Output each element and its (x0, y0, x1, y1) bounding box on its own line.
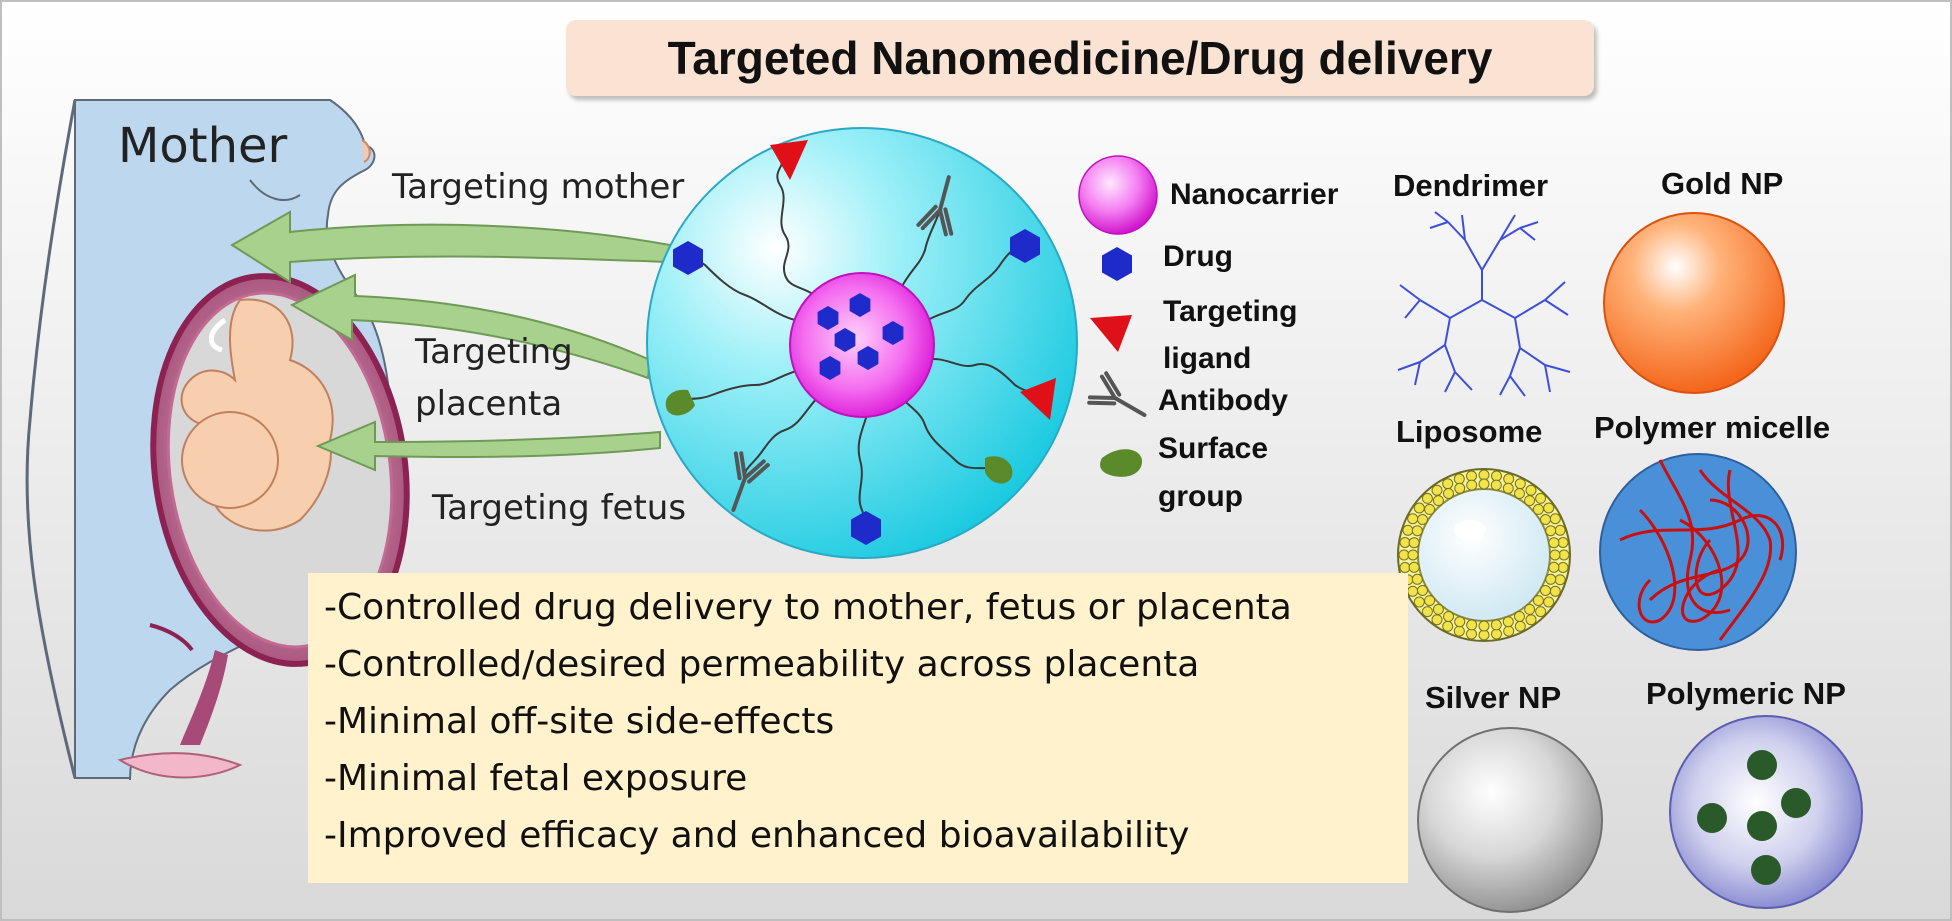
polymer-micelle-label: Polymer micelle (1594, 410, 1831, 445)
legend-nanocarrier-symbol (1078, 155, 1158, 235)
benefit-item: -Improved efficacy and enhanced bioavail… (324, 815, 1190, 856)
title-banner: Targeted Nanomedicine/Drug delivery (566, 20, 1594, 96)
liposome-drawing (1397, 468, 1571, 642)
gold-np-label: Gold NP (1661, 166, 1784, 201)
arrow-mother (230, 210, 672, 284)
polymeric-np-label: Polymeric NP (1646, 676, 1846, 711)
targeting-mother-label: Targeting mother (392, 167, 685, 207)
benefit-item: -Minimal fetal exposure (324, 758, 748, 799)
polymer-micelle-drawing (1599, 453, 1797, 651)
mother-label: Mother (118, 118, 288, 174)
gold-np-drawing (1603, 212, 1785, 394)
benefit-item: -Controlled drug delivery to mother, fet… (324, 587, 1292, 628)
benefit-item: -Controlled/desired permeability across … (324, 644, 1200, 685)
arrow-fetus (315, 420, 661, 472)
targeting-placenta-label-2: placenta (415, 384, 563, 424)
legend-surface-symbol (1100, 449, 1143, 477)
legend-surface-label-1: Surface (1158, 432, 1269, 465)
page-title: Targeted Nanomedicine/Drug delivery (667, 32, 1493, 84)
legend-ligand-symbol (1090, 315, 1132, 352)
mother-illustration (25, 99, 410, 781)
dendrimer-drawing (1397, 211, 1571, 397)
nanocarrier-construct (646, 127, 1078, 559)
liposome-label: Liposome (1396, 414, 1543, 449)
legend-symbols (1078, 155, 1158, 477)
legend-ligand-label-2: ligand (1163, 342, 1252, 375)
legend-nanocarrier-label: Nanocarrier (1170, 178, 1339, 211)
benefit-item: -Minimal off-site side-effects (324, 701, 835, 742)
targeting-placenta-label-1: Targeting (415, 332, 573, 372)
legend-ligand-label-1: Targeting (1163, 295, 1298, 328)
legend-antibody-label: Antibody (1158, 384, 1288, 417)
benefits-box: -Controlled drug delivery to mother, fet… (308, 573, 1408, 883)
targeting-fetus-label: Targeting fetus (432, 488, 687, 528)
silver-np-drawing (1417, 727, 1603, 913)
arrow-placenta (289, 273, 652, 380)
silver-np-label: Silver NP (1425, 680, 1562, 715)
targeting-arrows (230, 210, 672, 472)
legend-surface-label-2: group (1158, 480, 1243, 513)
dendrimer-label: Dendrimer (1393, 168, 1549, 203)
legend-drug-label: Drug (1163, 240, 1233, 273)
polymeric-np-drawing (1669, 715, 1863, 909)
